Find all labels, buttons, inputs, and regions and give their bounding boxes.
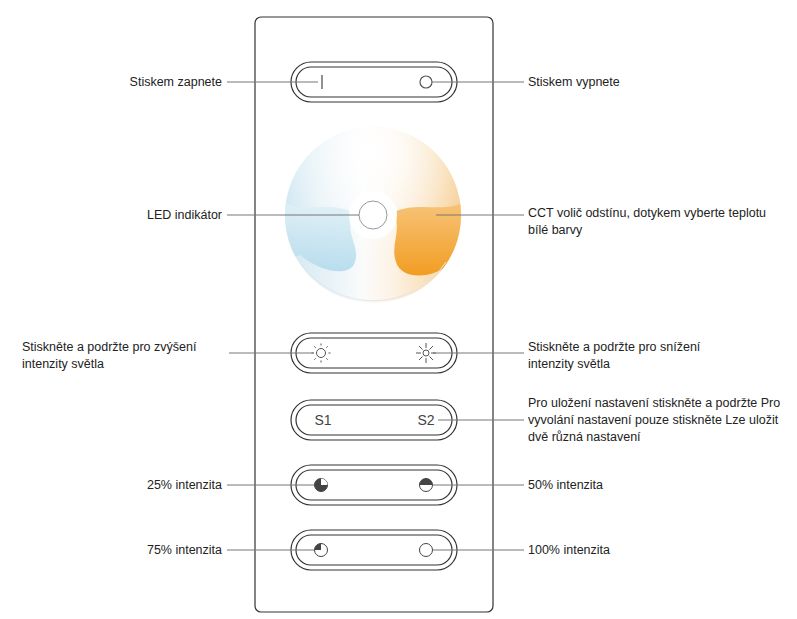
callout-label: Stiskněte a podržte pro snížení intenzit… (528, 339, 733, 373)
brightness-up-icon (312, 344, 331, 363)
callout-label: Stiskem vypnete (528, 74, 620, 91)
callout-label: Stiskněte a podržte pro zvýšení intenzit… (22, 339, 228, 373)
memory-button: S1 S2 (291, 400, 457, 440)
intensity-50-icon (420, 479, 433, 492)
button-label: S1 (314, 412, 331, 428)
on-icon (321, 75, 322, 89)
intensity-75-icon (315, 544, 328, 557)
callout-label: 25% intenzita (147, 477, 222, 494)
off-icon (420, 76, 432, 88)
intensity-100-icon (420, 544, 433, 557)
remote-housing (255, 17, 493, 612)
callout-label: 100% intenzita (528, 542, 610, 559)
callout-label: CCT volič odstínu, dotykem vyberte teplo… (528, 205, 768, 239)
callout-label: Pro uložení nastavení stiskněte a podržt… (528, 395, 790, 446)
intensity-25-icon (315, 479, 328, 492)
callout-label: LED indikátor (147, 207, 222, 224)
callout-label: 75% intenzita (147, 542, 222, 559)
callout-label: Stiskem zapnete (130, 74, 222, 91)
callout-label: 50% intenzita (528, 477, 603, 494)
leader-lines (227, 82, 524, 550)
button-label: S2 (417, 412, 434, 428)
button-outlines (291, 62, 457, 570)
